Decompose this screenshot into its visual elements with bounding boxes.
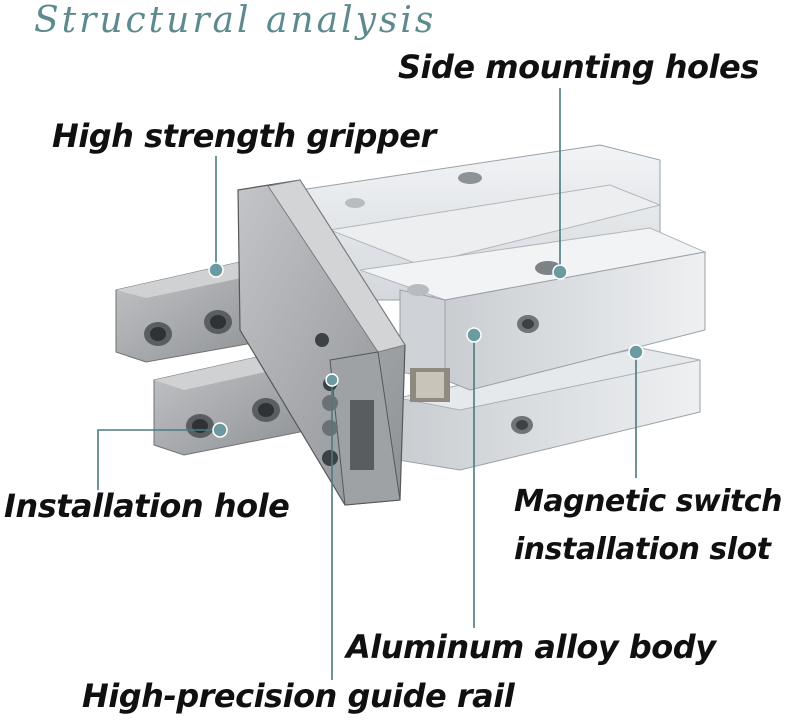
label-magnetic-switch-slot: Magnetic switch installation slot (514, 478, 782, 574)
leader-lines (97, 88, 637, 680)
label-high-strength-gripper: High strength gripper (52, 117, 436, 155)
label-magnetic-switch-line2: installation slot (514, 532, 771, 567)
guide-rail-plate (237, 179, 406, 506)
label-aluminum-alloy-body: Aluminum alloy body (346, 628, 716, 666)
label-installation-hole: Installation hole (4, 487, 290, 525)
label-side-mounting-holes: Side mounting holes (398, 48, 759, 86)
label-magnetic-switch-line1: Magnetic switch (514, 484, 782, 519)
leader-dots (208, 262, 644, 438)
upper-jaw (115, 261, 271, 363)
label-guide-rail: High-precision guide rail (82, 677, 515, 715)
diagram-title: Structural analysis (34, 0, 437, 41)
aluminum-body (299, 144, 707, 402)
